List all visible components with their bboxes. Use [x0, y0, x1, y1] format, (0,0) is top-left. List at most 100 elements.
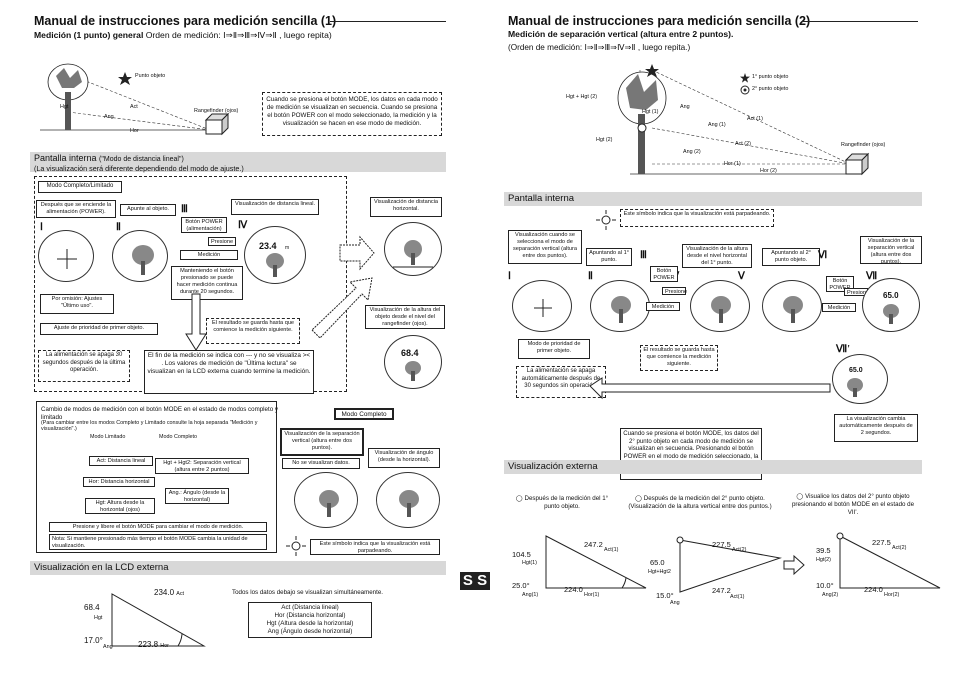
star-icon: [740, 73, 750, 83]
mode-note: Cuando se presiona el botón MODE, los da…: [262, 92, 442, 136]
measurement-right: Medición: [646, 302, 680, 311]
circle-icon: ◯: [635, 495, 644, 502]
power-button-right: Botón POWER: [650, 266, 678, 282]
target-label: Punto objeto: [135, 73, 166, 79]
press-tag: Presione: [208, 237, 236, 246]
right-order: (Orden de medición: Ⅰ⇒Ⅱ⇒Ⅲ⇒Ⅳ⇒Ⅱ , luego re…: [508, 43, 691, 52]
priority-right: Modo de prioridad de primer objeto.: [518, 339, 590, 359]
rangefinder-icon: [844, 152, 870, 176]
disp-angle-box: Visualización de ángulo (desde la horizo…: [368, 448, 440, 468]
ext1-note: ◯ Después de la medición del 1° punto ob…: [515, 495, 609, 510]
screen-iv: 23.4 m: [244, 226, 306, 284]
star-icon: [645, 64, 659, 77]
no-data-box: No se visualizan datos.: [282, 458, 360, 469]
screen-r-iv: [690, 280, 750, 332]
disp-linear-box: Visualización de distancia lineal.: [231, 199, 319, 215]
right-title: Manual de instrucciones para medición se…: [508, 14, 811, 28]
mode-full-limited-box: Modo Completo/Limitado: [38, 181, 122, 193]
left-title: Manual de instrucciones para medición se…: [34, 14, 337, 28]
mode-change-panel: Cambio de modos de medición con el botón…: [36, 401, 278, 553]
ext-triangle-1: [545, 535, 647, 589]
mode-ang: Ang.: Ángulo (desde la horizontal): [165, 488, 229, 504]
disp-height1-box: Visualización de la altura desde el nive…: [682, 244, 752, 268]
rangefinder-label: Rangefinder (ojos): [194, 108, 239, 114]
after-power-box: Después que se enciende la alimentación …: [36, 200, 116, 218]
diagonal-arrow-icon: [311, 277, 373, 339]
measurement-tag: Medición: [180, 250, 238, 260]
auto-change-box: La visualización cambia automáticamente …: [834, 414, 918, 442]
blink-note-right: Este símbolo indica que la visualización…: [620, 209, 774, 227]
end-note: El fin de la medición se indica con --- …: [144, 350, 314, 394]
screen-band-right: Pantalla interna: [504, 192, 922, 206]
legend-box: Act (Distancia lineal) Hor (Distancia ho…: [248, 602, 372, 638]
measurement-right-2: Medición: [822, 303, 856, 312]
power-off-right: La alimentación se apaga automáticamente…: [516, 366, 606, 398]
screen-r-vii: 65.0: [862, 278, 920, 332]
arrow-icon: [339, 235, 375, 271]
default-box: Por omisión: Ajustes "Último uso".: [40, 294, 114, 314]
ext3-note: ◯ Visualice los datos del 2° punto objet…: [791, 493, 915, 516]
mode-hor: Hor: Distancia horizontal: [83, 477, 155, 487]
aim2-box: Apuntando al 2° punto objeto.: [762, 248, 820, 266]
right-arrow-icon: [783, 554, 805, 576]
ext-band: Visualización externa: [504, 460, 922, 474]
ss-mark: S S: [460, 572, 490, 590]
mode-hgt: Hgt: Altura desde la horizontal (ojos): [85, 498, 155, 514]
target-2-icon: [637, 123, 647, 133]
power-off-note: La alimentación se apaga 30 segundos des…: [38, 350, 130, 382]
target-2-icon: [740, 85, 750, 95]
aim-box: Apunte al objeto.: [120, 204, 176, 216]
screen-vertical: [294, 472, 358, 528]
ext-triangle-3: [836, 532, 941, 589]
all-data-note: Todos los datos debajo se visualizan sim…: [232, 589, 383, 596]
right-subtitle: Medición de separación vertical (altura …: [508, 29, 734, 39]
tree-icon: [617, 71, 667, 174]
mode-note-long: Nota: Si mantiene presionado más tiempo …: [49, 534, 267, 550]
screen-band: Pantalla interna ("Modo de distancia lin…: [30, 152, 446, 172]
blink-icon: [286, 536, 306, 556]
screen-i: [38, 230, 94, 282]
ang-label: Ang: [104, 114, 114, 120]
blink-note: Este símbolo indica que la visualización…: [310, 539, 440, 555]
screen-height: 68.4: [384, 335, 442, 389]
disp-vs-box: Visualización de la separación vertical …: [860, 236, 922, 265]
lcd-triangle: [111, 593, 206, 647]
down-arrow-icon: [185, 293, 207, 351]
circle-icon: ◯: [515, 495, 525, 502]
vertical-diagram: [617, 64, 870, 176]
star-icon: [118, 72, 132, 85]
press-right: Presione: [662, 287, 687, 295]
hold-note: Manteniendo el botón presionado se puede…: [171, 266, 243, 300]
press-release-note: Presione y libere el botón MODE para cam…: [49, 522, 267, 532]
screen-horizontal: [384, 222, 442, 276]
disp-horizontal-box: Visualización de distancia horizontal.: [370, 197, 442, 217]
screen-r-i: [512, 280, 572, 332]
disp-vertical-box: Visualización de la separación vertical …: [280, 428, 364, 456]
screen-r-vii-prime: 65.0: [832, 354, 888, 404]
blink-icon: [596, 210, 616, 230]
title-rule: [330, 21, 446, 22]
mode-hgt12: Hgt + Hgt2: Separación vertical (altura …: [155, 458, 249, 474]
circle-icon: ◯: [796, 493, 806, 500]
mode-complete-box: Modo Completo: [334, 408, 394, 420]
tree-icon: [47, 63, 89, 130]
lcd-band: Visualización en la LCD externa: [30, 561, 446, 575]
priority-box: Ajuste de prioridad de primer objeto.: [40, 323, 158, 335]
left-subtitle: Medición (1 punto) general Orden de medi…: [34, 30, 332, 40]
ext2-note: ◯ Después de la medición del 2° punto ob…: [628, 495, 772, 510]
hor-label: Hor: [130, 128, 139, 134]
return-arrow-icon: [589, 377, 831, 400]
disp-height-box: Visualización de la altura del objeto de…: [365, 305, 445, 329]
screen-r-ii: [590, 280, 650, 332]
saved-right: El resultado se guarda hasta que comienc…: [640, 345, 718, 371]
screen-ii: [112, 230, 168, 282]
power-button-box: Botón POWER (alimentación): [181, 217, 227, 233]
measurement-diagram: [40, 63, 230, 136]
rangefinder-icon: [204, 112, 230, 136]
act-label: Act: [130, 104, 138, 110]
title-rule-right: [802, 21, 918, 22]
aim1-box: Apuntando al 1° punto.: [586, 248, 632, 266]
screen-r-v: [762, 280, 822, 332]
vs-note: Visualización cuando se selecciona el mo…: [508, 230, 582, 264]
mode-act: Act: Distancia lineal: [89, 456, 153, 466]
